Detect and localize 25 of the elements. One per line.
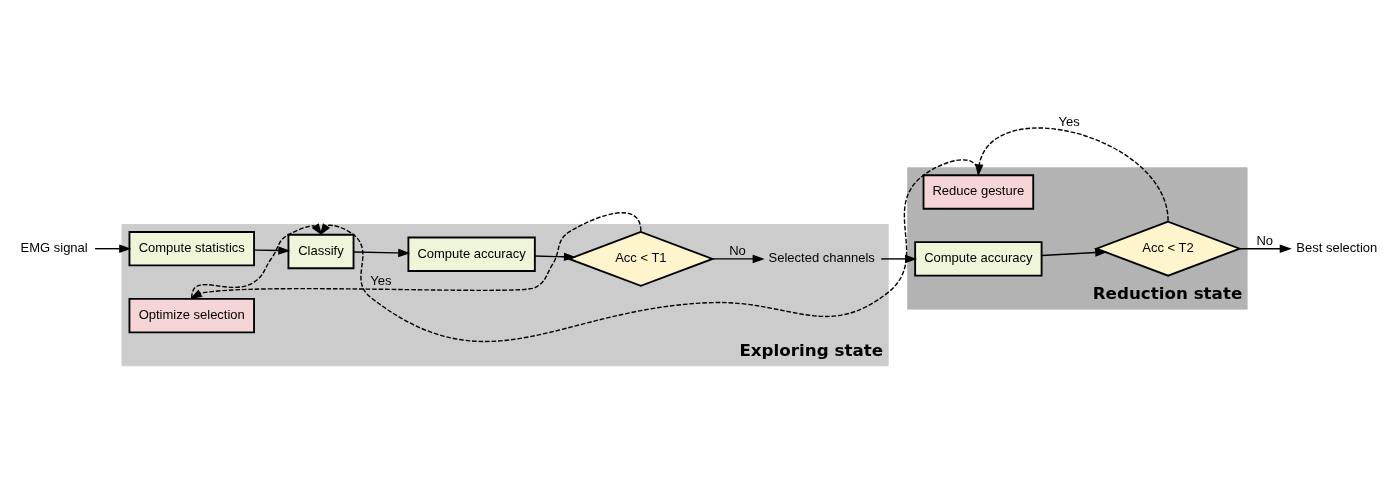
arrow (353, 248, 411, 258)
node-text: EMG signal (20, 240, 88, 256)
node-text: Selected channels (768, 250, 875, 266)
arrow (191, 223, 323, 299)
node-diamond: Acc < T1 (566, 230, 716, 287)
node-box: Reduce gesture (922, 174, 1035, 210)
arrow (534, 252, 576, 262)
arrow (253, 246, 291, 255)
node-box: Optimize selection (128, 297, 255, 334)
edge-label: No (1256, 233, 1274, 249)
arrow (880, 254, 918, 264)
edge-label: Yes (1058, 114, 1080, 130)
arrow (1041, 248, 1108, 257)
node-box: Classify (287, 233, 355, 270)
arrow (711, 254, 765, 264)
node-box: Compute accuracy (407, 236, 536, 272)
arrow (975, 127, 1169, 222)
arrow (1239, 244, 1292, 253)
node-box: Compute statistics (128, 231, 255, 267)
node-text: Best selection (1296, 240, 1378, 256)
node-box: Compute accuracy (914, 241, 1043, 277)
edge-label: No (729, 243, 746, 259)
arrow (189, 212, 642, 299)
edge-label: Yes (370, 273, 392, 289)
arrow (94, 244, 132, 253)
